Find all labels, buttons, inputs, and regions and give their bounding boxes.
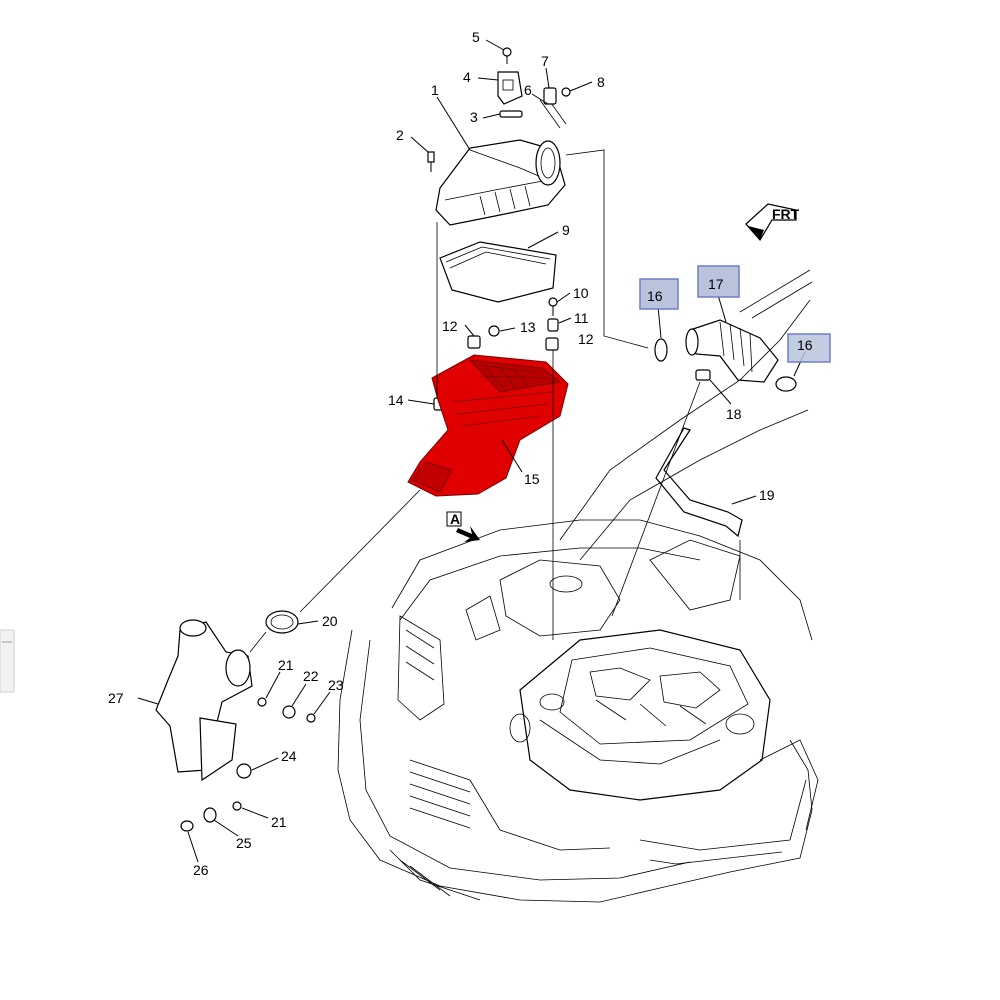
callout-13: 13: [520, 319, 536, 335]
sensor-part-4: [497, 71, 523, 105]
callout-box-16-right: [787, 333, 831, 363]
seal-part-20: [265, 610, 299, 634]
callout-23: 23: [328, 677, 344, 693]
callout-7: 7: [541, 53, 549, 69]
callout-27: 27: [108, 690, 124, 706]
screw-part-5: [502, 47, 512, 64]
nut-part-23: [306, 713, 316, 723]
callout-2: 2: [396, 127, 404, 143]
callout-16-left: 16: [647, 288, 663, 304]
leader-lines: [137, 39, 806, 863]
callout-10: 10: [573, 285, 589, 301]
bolt-part-21-bottom: [232, 801, 242, 811]
callout-25: 25: [236, 835, 252, 851]
insulator-part-13: [488, 325, 500, 337]
retainer-part-3: [499, 110, 523, 118]
callout-21-bottom: 21: [271, 814, 287, 830]
callout-box-17: [697, 265, 740, 298]
callout-8: 8: [597, 74, 605, 90]
callout-15: 15: [524, 471, 540, 487]
front-direction-indicator: FRT: [745, 203, 800, 242]
callout-24: 24: [281, 748, 297, 764]
callout-12-left: 12: [442, 318, 458, 334]
bolt-part-21-top: [257, 697, 267, 707]
callout-21-top: 21: [278, 657, 294, 673]
air-cleaner-housing-highlighted: [407, 354, 569, 497]
callout-12-right: 12: [578, 331, 594, 347]
view-a-label: A: [450, 511, 460, 527]
callout-11: 11: [574, 310, 589, 326]
air-filter-element: [439, 241, 557, 303]
pcv-hose-part-19: [655, 427, 743, 538]
outlet-duct-part-17: [685, 319, 779, 383]
callout-26: 26: [193, 862, 209, 878]
vehicle-engine-bay: [337, 269, 819, 903]
air-cleaner-cover: [435, 139, 566, 226]
grommet-part-25: [203, 807, 217, 823]
clip-part-26: [180, 820, 194, 832]
callout-14: 14: [388, 392, 404, 408]
grommet-part-22: [282, 705, 296, 719]
left-edge-scroll-handle[interactable]: [0, 629, 15, 693]
callout-3: 3: [470, 109, 478, 125]
grommet-part-12-right: [545, 337, 559, 351]
clamp-part-16-left: [654, 338, 668, 362]
callout-18: 18: [726, 406, 742, 422]
callout-17: 17: [708, 276, 724, 292]
grommet-part-12-left: [467, 335, 481, 349]
callout-9: 9: [562, 222, 570, 238]
grommet-part-11: [547, 318, 559, 332]
callout-20: 20: [322, 613, 338, 629]
callout-22: 22: [303, 668, 319, 684]
bolt-part-10: [548, 297, 558, 316]
callout-4: 4: [463, 69, 471, 85]
callout-labels: 1 2 3 4 5 6 7 8 9 10 11 12 12 13 14 15 1…: [108, 29, 813, 878]
callout-1: 1: [431, 82, 439, 98]
connector-part-7: [543, 87, 557, 105]
callout-5: 5: [472, 29, 480, 45]
clamp-part-16-right: [775, 376, 797, 392]
callout-19: 19: [759, 487, 775, 503]
callout-box-16-left: [639, 278, 679, 310]
inlet-duct-part-27: [155, 619, 253, 782]
callout-16-right: 16: [797, 337, 813, 353]
callout-6: 6: [524, 82, 532, 98]
clip-part-8: [561, 87, 571, 97]
view-a-indicator: A: [446, 511, 480, 542]
front-label: FRT: [772, 206, 800, 222]
hose-fitting-part-18: [695, 369, 711, 381]
grommet-part-24: [236, 763, 252, 779]
bolt-part-2: [427, 151, 435, 172]
